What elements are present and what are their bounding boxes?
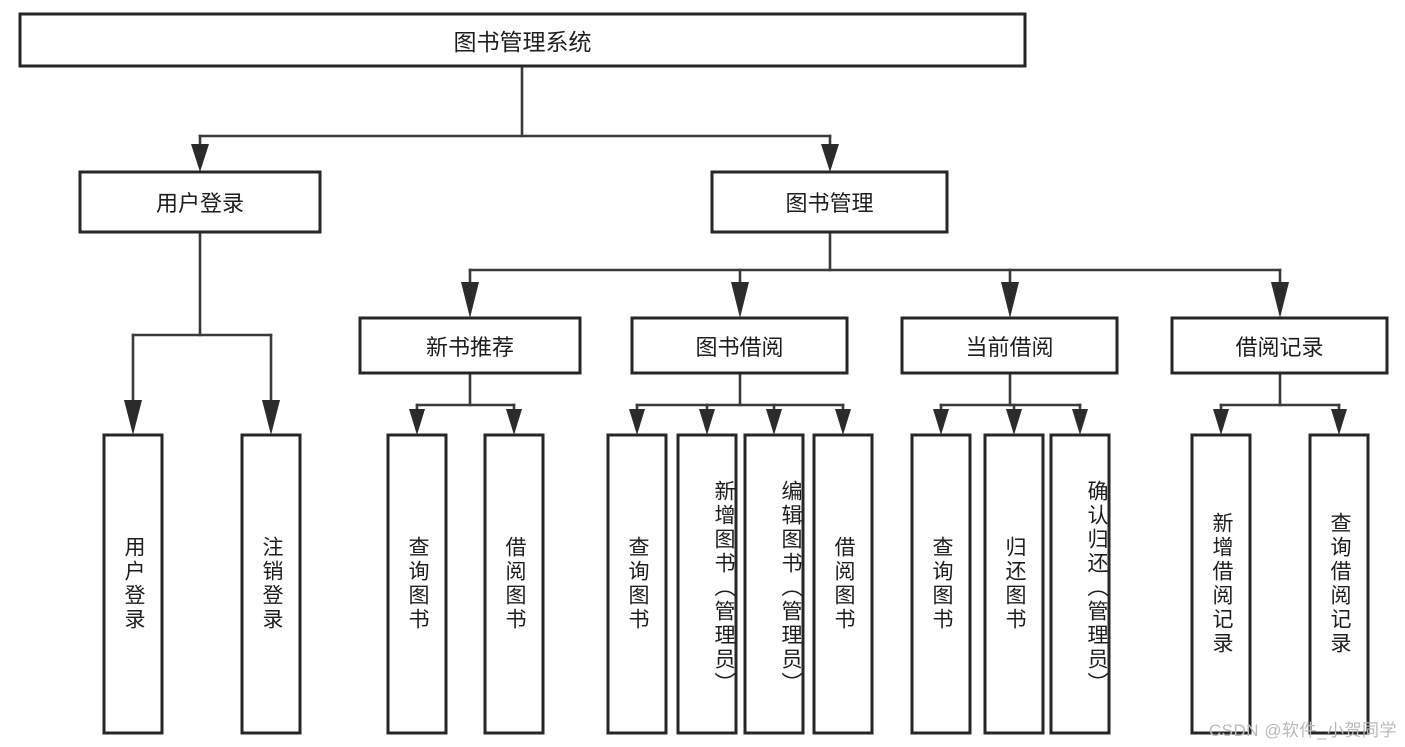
arrow-root-to-login [191, 144, 209, 172]
arrow-current-to-leaf-return [1006, 409, 1022, 435]
node-box-leaf-edit-book[interactable] [743, 433, 805, 735]
arrow-bookmgmt-to-record [1271, 282, 1289, 318]
node-box-leaf-borrow-book-2[interactable] [812, 433, 874, 735]
arrow-borrow-to-leaf-borrow [835, 409, 851, 435]
node-box-leaf-confirm-return[interactable] [1049, 433, 1111, 735]
arrow-current-to-leaf-confirm [1072, 409, 1088, 435]
node-box-leaf-query-book-1[interactable] [386, 433, 448, 735]
node-box-borrow[interactable] [630, 316, 849, 375]
arrow-borrow-to-leaf-add [699, 409, 715, 435]
arrow-current-to-leaf-query [933, 409, 949, 435]
arrow-newbook-to-leaf-borrow [506, 409, 522, 435]
arrow-bookmgmt-to-newbook [461, 282, 479, 318]
node-box-root[interactable] [18, 12, 1027, 68]
arrow-root-to-bookmgmt [821, 144, 839, 172]
node-box-leaf-borrow-book-1[interactable] [483, 433, 545, 735]
arrow-record-to-leaf-add [1213, 409, 1229, 435]
arrow-record-to-leaf-query [1331, 409, 1347, 435]
node-box-leaf-return-book[interactable] [983, 433, 1045, 735]
arrow-newbook-to-leaf-query [409, 409, 425, 435]
node-box-leaf-add-record[interactable] [1190, 433, 1252, 735]
node-box-leaf-query-book-2[interactable] [606, 433, 668, 735]
node-box-leaf-query-book-3[interactable] [910, 433, 972, 735]
edge-layer [124, 64, 1347, 435]
node-layer [18, 12, 1389, 735]
arrow-login-to-leaf-logout [262, 400, 280, 435]
arrow-bookmgmt-to-current [1001, 282, 1019, 318]
node-box-leaf-logout[interactable] [240, 433, 302, 735]
node-box-login[interactable] [78, 170, 322, 234]
arrow-borrow-to-leaf-query [629, 409, 645, 435]
node-box-current[interactable] [900, 316, 1119, 375]
node-box-leaf-user-login[interactable] [102, 433, 164, 735]
node-box-bookmgmt[interactable] [710, 170, 949, 234]
arrow-login-to-leaf-user-login [124, 400, 142, 435]
node-box-leaf-add-book[interactable] [676, 433, 738, 735]
arrow-borrow-to-leaf-edit [766, 409, 782, 435]
node-box-record[interactable] [1170, 316, 1389, 375]
node-box-newbook[interactable] [358, 316, 582, 375]
node-box-leaf-query-record[interactable] [1308, 433, 1370, 735]
arrow-bookmgmt-to-borrow [731, 282, 749, 318]
watermark-text: CSDN @软件_小贺同学 [1208, 721, 1397, 740]
